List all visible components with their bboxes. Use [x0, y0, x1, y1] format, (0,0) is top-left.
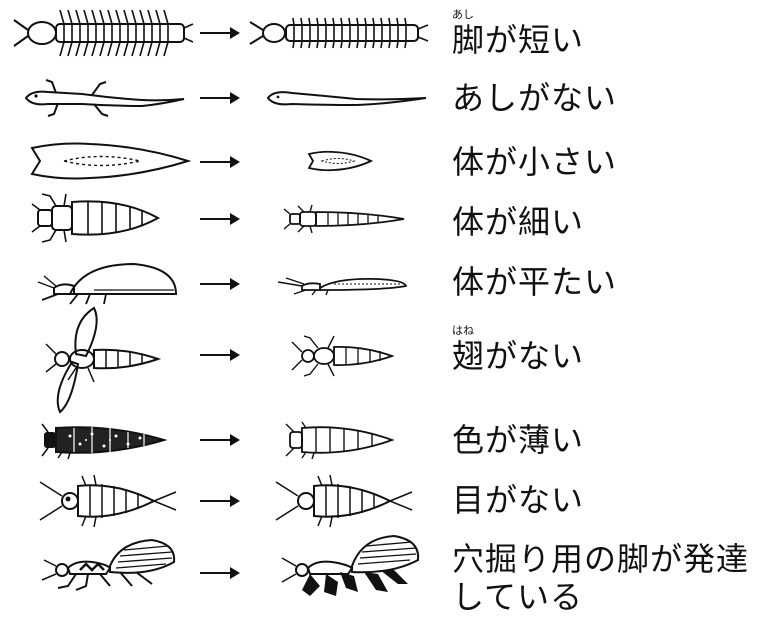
right-arrow-icon — [200, 433, 240, 447]
label-pale-color: 色が薄い — [452, 422, 584, 458]
ruby-reading: はね — [452, 325, 485, 337]
right-arrow-icon — [200, 348, 240, 362]
label-flat-body: 体が平たい — [452, 264, 617, 300]
right-arrow-icon — [200, 155, 240, 169]
short-legged-centipede-icon — [248, 12, 430, 54]
right-arrow-icon — [200, 212, 240, 226]
label-small-body: 体が小さい — [452, 144, 617, 180]
wide-body-insect-icon — [32, 192, 162, 244]
label-thin-body: 体が細い — [452, 204, 584, 240]
legless-lizard-icon — [266, 86, 428, 112]
eyed-insect-icon — [36, 474, 178, 528]
label-no-eyes: 目がない — [452, 482, 584, 518]
label-short-legs: あし脚が短い — [452, 22, 584, 58]
right-arrow-icon — [200, 91, 240, 105]
digging-leg-beetle-icon — [280, 530, 422, 600]
thin-body-insect-icon — [284, 204, 406, 234]
legged-lizard-icon — [22, 76, 187, 120]
label-digging-legs: 穴掘り用の脚が発達している — [452, 540, 752, 616]
ruby-kanji-wings: はね翅 — [452, 338, 485, 374]
right-arrow-icon — [200, 494, 240, 508]
eyeless-insect-icon — [272, 474, 414, 528]
flat-beetle-icon — [276, 274, 408, 296]
label-no-legs: あしがない — [452, 80, 617, 116]
winged-insect-icon — [36, 304, 162, 416]
normal-leg-beetle-icon — [40, 536, 178, 592]
round-beetle-icon — [34, 260, 179, 306]
label-no-wings: はね翅がない — [452, 338, 584, 374]
large-flat-body-icon — [30, 140, 190, 182]
ruby-reading: あし — [452, 9, 485, 21]
right-arrow-icon — [200, 277, 240, 291]
small-flat-body-icon — [308, 150, 372, 172]
dark-colored-larva-icon — [40, 420, 168, 460]
wingless-insect-icon — [290, 334, 394, 378]
long-legged-centipede-icon — [8, 8, 193, 58]
label-text: がない — [485, 337, 584, 375]
ruby-kanji-legs: あし脚 — [452, 22, 485, 58]
label-text: が短い — [485, 21, 584, 59]
right-arrow-icon — [200, 566, 240, 580]
right-arrow-icon — [200, 26, 240, 40]
pale-colored-larva-icon — [284, 420, 394, 460]
